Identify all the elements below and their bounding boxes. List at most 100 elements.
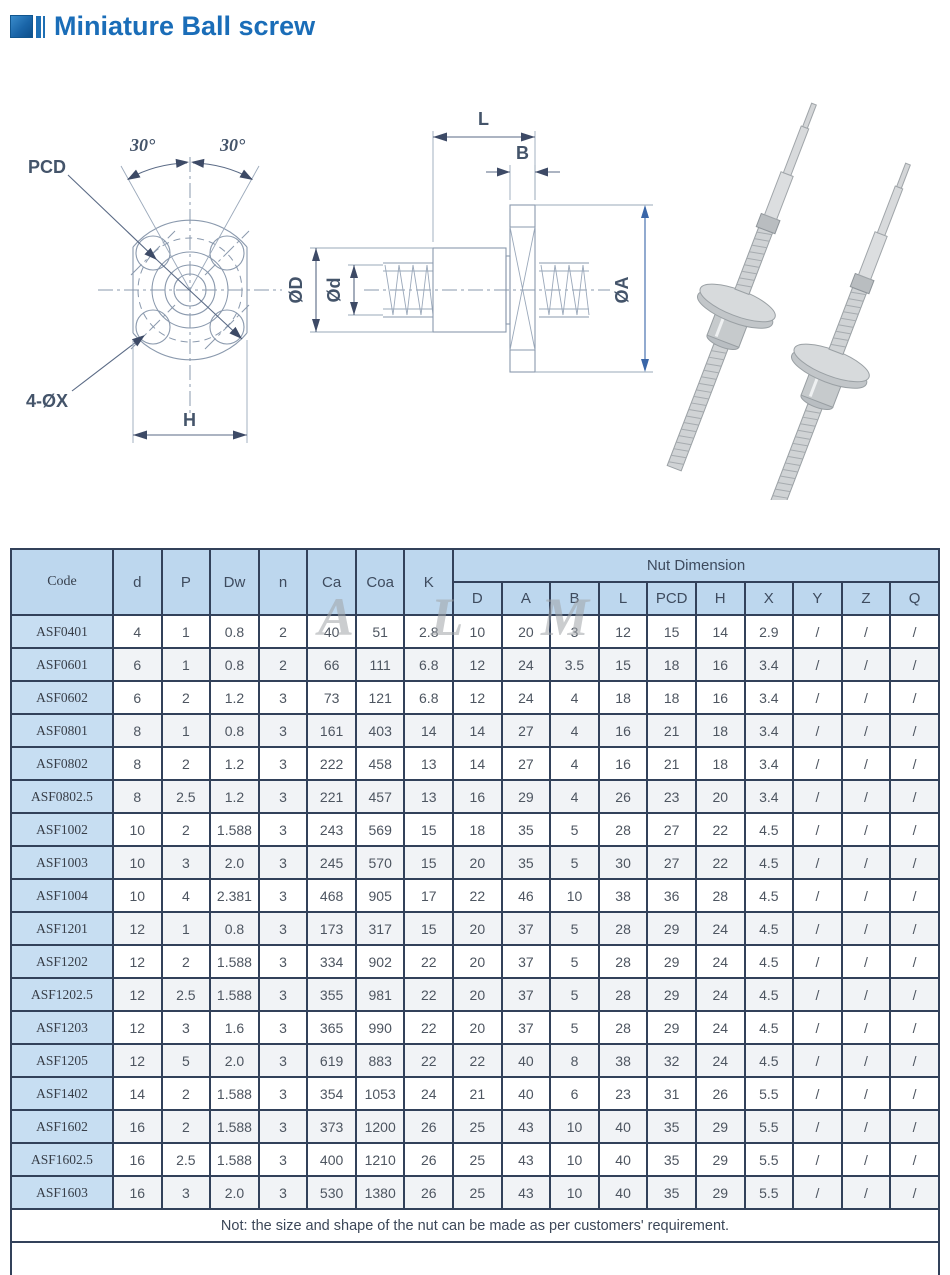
table-cell: /	[792, 944, 843, 979]
table-cell: 2.0	[209, 1043, 260, 1078]
table-cell: 26	[403, 1175, 455, 1210]
table-cell: /	[792, 1142, 843, 1177]
table-cell: 4.5	[743, 944, 795, 979]
table-cell: 22	[694, 812, 746, 847]
table-cell: 16	[112, 1109, 163, 1144]
table-cell: 2	[160, 746, 212, 781]
table-cell: 10	[549, 1109, 600, 1144]
table-cell: 6.8	[403, 647, 455, 682]
table-cell: 29	[694, 1175, 746, 1210]
h-dim-label: H	[183, 410, 196, 430]
table-cell: 40	[597, 1142, 649, 1177]
table-cell: 22	[403, 977, 455, 1012]
table-cell: 37	[500, 977, 552, 1012]
nut-column-header-h: H	[694, 581, 746, 616]
table-cell: 1	[160, 647, 212, 682]
table-cell: 24	[694, 944, 746, 979]
table-cell: 3	[257, 746, 309, 781]
table-cell: 468	[306, 878, 357, 913]
table-cell: /	[792, 1010, 843, 1045]
table-cell: 2.0	[209, 1175, 260, 1210]
table-cell: 1.588	[209, 944, 260, 979]
row-code: ASF1202.5	[10, 977, 114, 1012]
table-cell: 28	[597, 812, 649, 847]
table-cell: /	[792, 812, 843, 847]
table-cell: 1200	[354, 1109, 406, 1144]
table-cell: 1380	[354, 1175, 406, 1210]
table-cell: 24	[403, 1076, 455, 1111]
table-cell: /	[840, 647, 892, 682]
table-cell: 5.5	[743, 1175, 795, 1210]
table-cell: 3	[257, 680, 309, 715]
table-cell: 12	[597, 614, 649, 649]
table-cell: /	[889, 713, 940, 748]
table-cell: 20	[500, 614, 552, 649]
table-cell: 12	[112, 1010, 163, 1045]
table-cell: 3	[257, 779, 309, 814]
table-cell: 3	[257, 812, 309, 847]
table-cell: 2	[160, 944, 212, 979]
table-cell: 22	[403, 1043, 455, 1078]
table-cell: /	[889, 1109, 940, 1144]
table-cell: 40	[306, 614, 357, 649]
table-cell: 2.381	[209, 878, 260, 913]
nut-dimension-group-header: Nut Dimension	[452, 548, 940, 583]
table-cell: 569	[354, 812, 406, 847]
table-cell: 570	[354, 845, 406, 880]
table-cell: 51	[354, 614, 406, 649]
table-cell: 13	[403, 746, 455, 781]
table-cell: 3	[160, 1175, 212, 1210]
table-cell: 20	[452, 977, 503, 1012]
table-cell: /	[792, 779, 843, 814]
note-text: Not: the size and shape of the nut can b…	[10, 1208, 940, 1243]
column-header-d: d	[112, 548, 163, 616]
table-cell: 22	[403, 944, 455, 979]
table-cell: /	[840, 1142, 892, 1177]
table-cell: 23	[646, 779, 697, 814]
table-cell: 1.588	[209, 1076, 260, 1111]
table-cell: 35	[646, 1175, 697, 1210]
table-cell: 4	[112, 614, 163, 649]
table-cell: /	[792, 1109, 843, 1144]
table-cell: 24	[500, 647, 552, 682]
table-cell: 4	[549, 680, 600, 715]
table-cell: 4	[160, 878, 212, 913]
table-cell: 400	[306, 1142, 357, 1177]
page-header: Miniature Ball screw	[10, 13, 315, 40]
table-cell: 2.8	[403, 614, 455, 649]
table-cell: 3	[160, 1010, 212, 1045]
row-code: ASF0401	[10, 614, 114, 649]
table-cell: /	[792, 1076, 843, 1111]
l-dim-label: L	[478, 109, 489, 129]
table-cell: 29	[646, 1010, 697, 1045]
table-cell: 4.5	[743, 1043, 795, 1078]
nut-column-header-a: A	[500, 581, 552, 616]
table-cell: 1210	[354, 1142, 406, 1177]
table-cell: 20	[452, 911, 503, 946]
row-code: ASF1004	[10, 878, 114, 913]
table-cell: 373	[306, 1109, 357, 1144]
table-cell: 8	[112, 779, 163, 814]
table-cell: /	[889, 680, 940, 715]
table-cell: 0.8	[209, 614, 260, 649]
table-cell: 12	[452, 680, 503, 715]
table-cell: 26	[403, 1142, 455, 1177]
nut-column-header-b: B	[549, 581, 600, 616]
table-cell: 3	[160, 845, 212, 880]
table-cell: 5.5	[743, 1142, 795, 1177]
table-cell: 22	[694, 845, 746, 880]
table-cell: 2.9	[743, 614, 795, 649]
table-cell: 111	[354, 647, 406, 682]
table-cell: /	[840, 713, 892, 748]
row-code: ASF1205	[10, 1043, 114, 1078]
table-cell: 2.5	[160, 779, 212, 814]
table-cell: 530	[306, 1175, 357, 1210]
table-cell: 10	[549, 878, 600, 913]
table-cell: 12	[112, 1043, 163, 1078]
table-cell: 3	[257, 845, 309, 880]
table-cell: 5	[549, 812, 600, 847]
